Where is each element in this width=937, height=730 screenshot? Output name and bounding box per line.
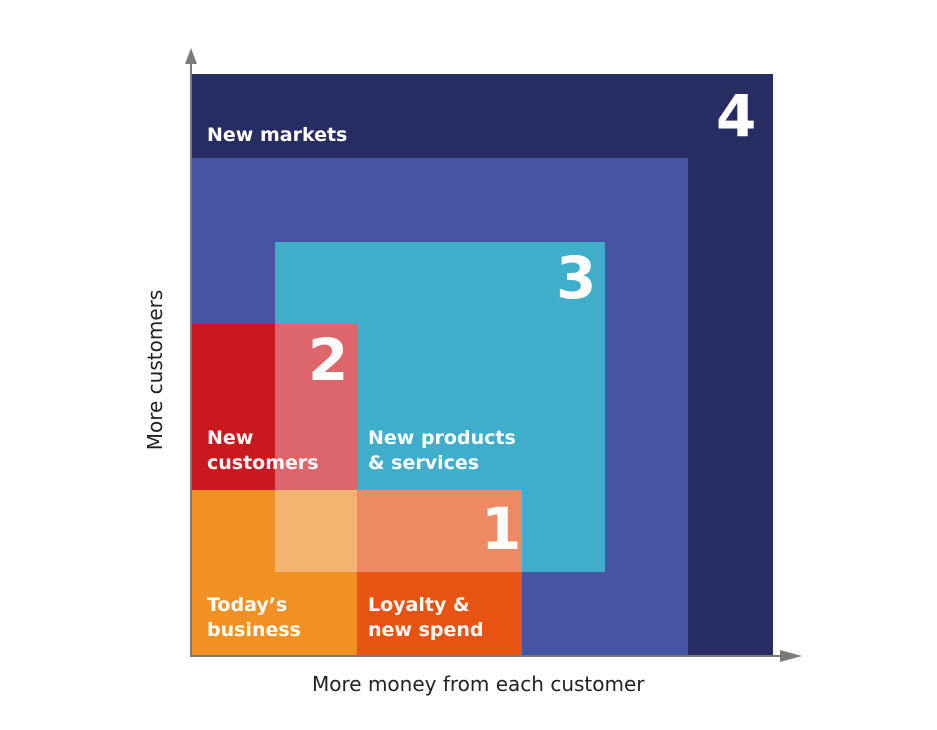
new-products-number: 3 [556,244,597,312]
y-axis-arrow [185,48,197,64]
overlap-loyalty-products [357,490,522,572]
new-markets-number: 4 [716,82,757,150]
x-axis-line [190,655,782,657]
new-markets-label: New markets [207,124,348,146]
new-customers-number: 2 [308,326,349,394]
todays-business-label: Today’s business [207,594,301,641]
y-axis-line [190,62,192,657]
overlap-customers-products [275,324,357,490]
new-customers-label: New customers [207,427,319,474]
new-products-label: New products & services [368,427,516,474]
x-axis-label: More money from each customer [312,672,645,696]
x-axis-arrow [780,650,802,662]
loyalty-number: 1 [481,495,522,563]
loyalty-label: Loyalty & new spend [368,594,484,641]
loyalty-block [357,572,522,656]
new-customers-block [192,324,275,490]
y-axis-label: More customers [143,289,167,451]
overlap-center [275,490,357,572]
